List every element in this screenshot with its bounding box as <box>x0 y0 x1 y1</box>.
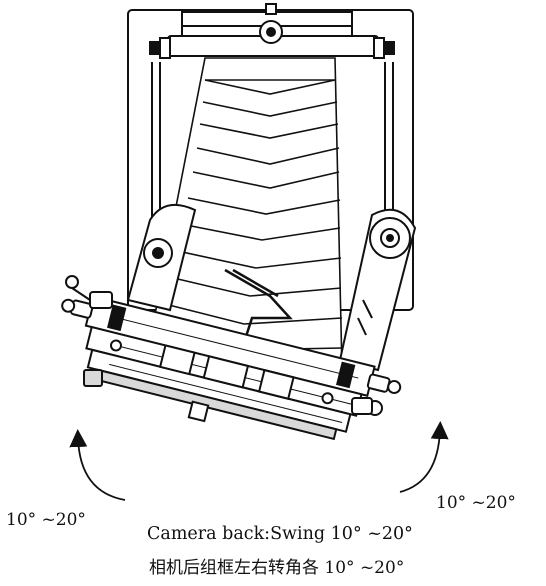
caption-english: Camera back:Swing 10° ~20° <box>147 524 413 544</box>
right-swing-arm <box>338 208 417 372</box>
left-swing-angle-label: 10° ~20° <box>6 510 86 530</box>
side-knobs <box>65 275 383 416</box>
left-swing-arm <box>126 203 197 312</box>
right-curved-arrow-icon <box>399 421 449 493</box>
top-rail <box>149 3 395 59</box>
right-swing-angle-label: 10° ~20° <box>436 493 516 513</box>
left-curved-arrow-icon <box>69 429 126 501</box>
caption-chinese: 相机后组框左右转角各 10° ~20° <box>149 558 405 578</box>
rotated-camera-back <box>61 295 402 441</box>
